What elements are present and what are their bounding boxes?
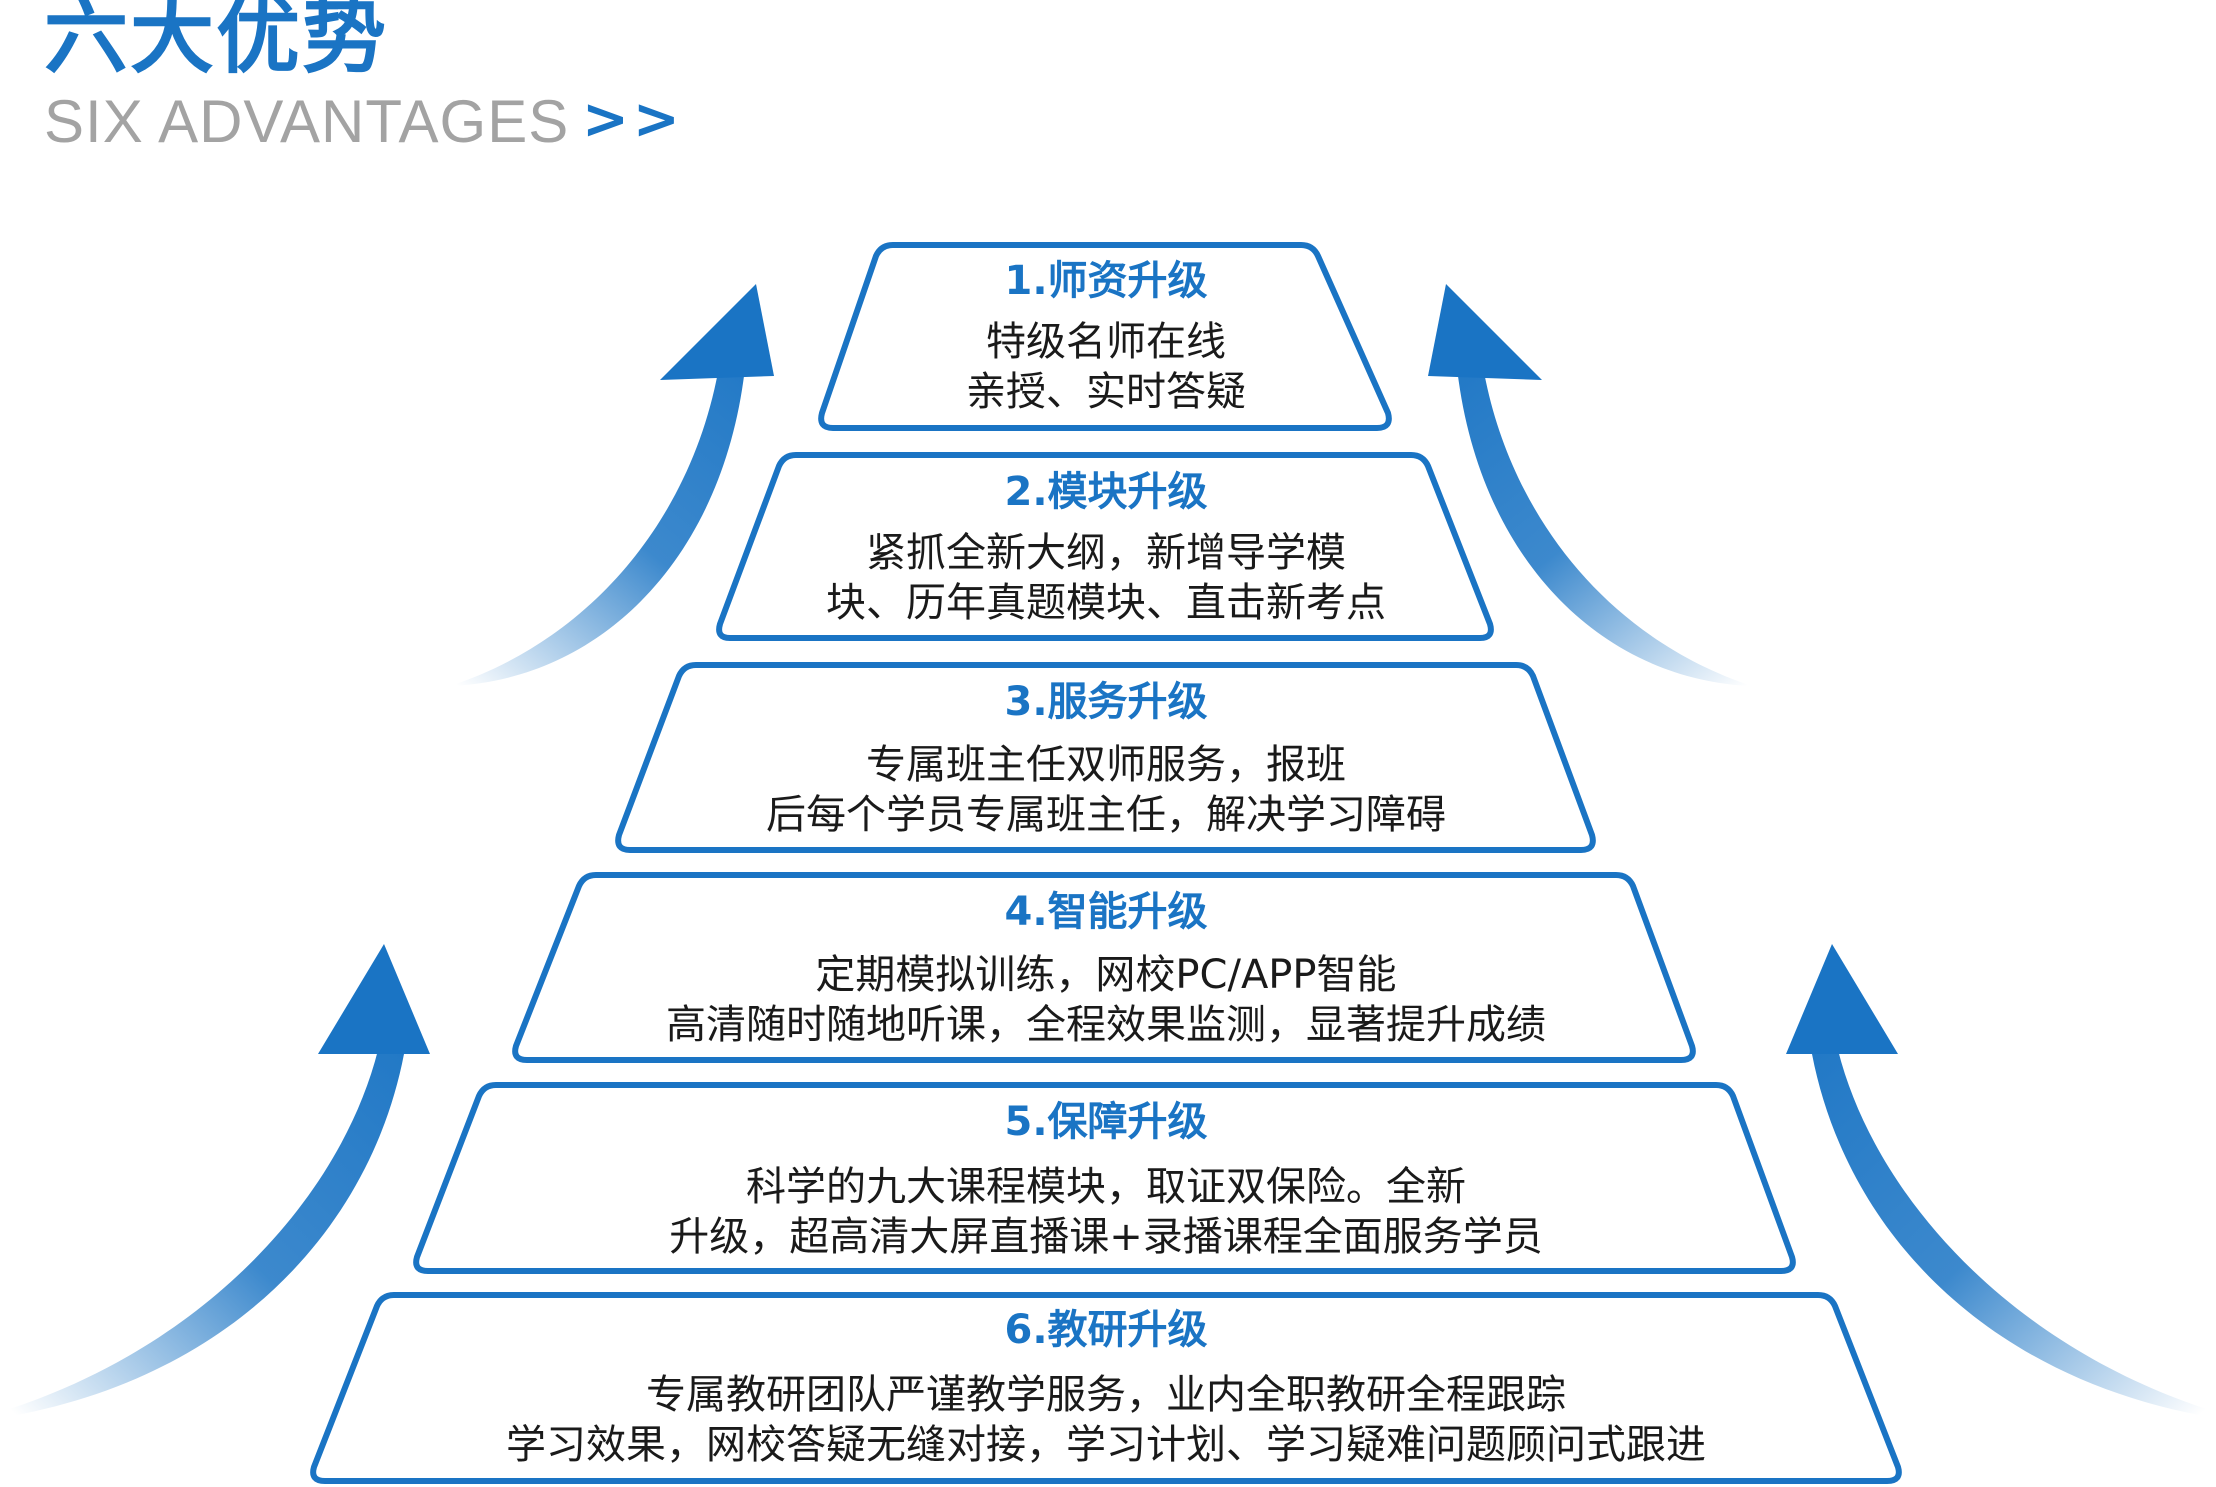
tier-text-line: 科学的九大课程模块，取证双保险。全新 <box>746 1164 1466 1210</box>
tier-6-shape <box>310 1292 1902 1484</box>
tier-5-shape <box>413 1082 1796 1274</box>
chevron-right-icon: >> <box>582 87 684 152</box>
upper-right-arrow-icon <box>1428 284 1752 686</box>
tier-heading: 4.智能升级 <box>1004 889 1208 935</box>
tier-1: 1.师资升级 特级名师在线 亲授、实时答疑 <box>806 261 1406 417</box>
tier-heading: 1.师资升级 <box>1004 258 1208 304</box>
tier-text-line: 定期模拟训练，网校PC/APP智能 <box>815 952 1397 998</box>
tier-2: 2.模块升级 紧抓全新大纲，新增导学模 块、历年真题模块、直击新考点 <box>706 472 1506 628</box>
tier-heading: 3.服务升级 <box>1004 679 1208 725</box>
tier-text-line: 高清随时随地听课，全程效果监测，显著提升成绩 <box>666 1002 1546 1048</box>
tier-text-line: 块、历年真题模块、直击新考点 <box>826 580 1386 626</box>
upper-left-arrow-icon <box>450 284 774 686</box>
tier-text-line: 紧抓全新大纲，新增导学模 <box>866 530 1346 576</box>
tier-6: 6.教研升级 专属教研团队严谨教学服务，业内全职教研全程跟踪 学习效果，网校答疑… <box>306 1310 1906 1470</box>
tier-heading: 2.模块升级 <box>1004 469 1208 515</box>
tier-text-line: 专属教研团队严谨教学服务，业内全职教研全程跟踪 <box>646 1372 1566 1418</box>
tier-text-line: 学习效果，网校答疑无缝对接，学习计划、学习疑难问题顾问式跟进 <box>506 1422 1706 1468</box>
tier-text-line: 亲授、实时答疑 <box>966 369 1246 415</box>
tier-1-shape <box>818 242 1392 431</box>
tier-2-shape <box>716 452 1494 641</box>
tier-4-shape <box>512 872 1696 1063</box>
tier-text-line: 后每个学员专属班主任，解决学习障碍 <box>766 792 1446 838</box>
tier-heading: 6.教研升级 <box>1004 1307 1208 1353</box>
page-subtitle: SIX ADVANTAGES <box>44 88 570 155</box>
page-title: 六大优势 <box>44 0 389 85</box>
tier-text-line: 升级，超高清大屏直播课+录播课程全面服务学员 <box>669 1214 1543 1260</box>
tier-text-line: 特级名师在线 <box>986 319 1226 365</box>
tier-4: 4.智能升级 定期模拟训练，网校PC/APP智能 高清随时随地听课，全程效果监测… <box>506 892 1706 1050</box>
tier-5: 5.保障升级 科学的九大课程模块，取证双保险。全新 升级，超高清大屏直播课+录播… <box>406 1102 1806 1262</box>
lower-left-arrow-icon <box>0 944 430 1418</box>
tier-heading: 5.保障升级 <box>1004 1099 1208 1145</box>
tier-text-line: 专属班主任双师服务，报班 <box>866 742 1346 788</box>
tier-3: 3.服务升级 专属班主任双师服务，报班 后每个学员专属班主任，解决学习障碍 <box>606 682 1606 840</box>
header: 六大优势 <box>44 0 388 78</box>
lower-right-arrow-icon <box>1786 944 2216 1418</box>
tier-3-shape <box>615 662 1596 853</box>
